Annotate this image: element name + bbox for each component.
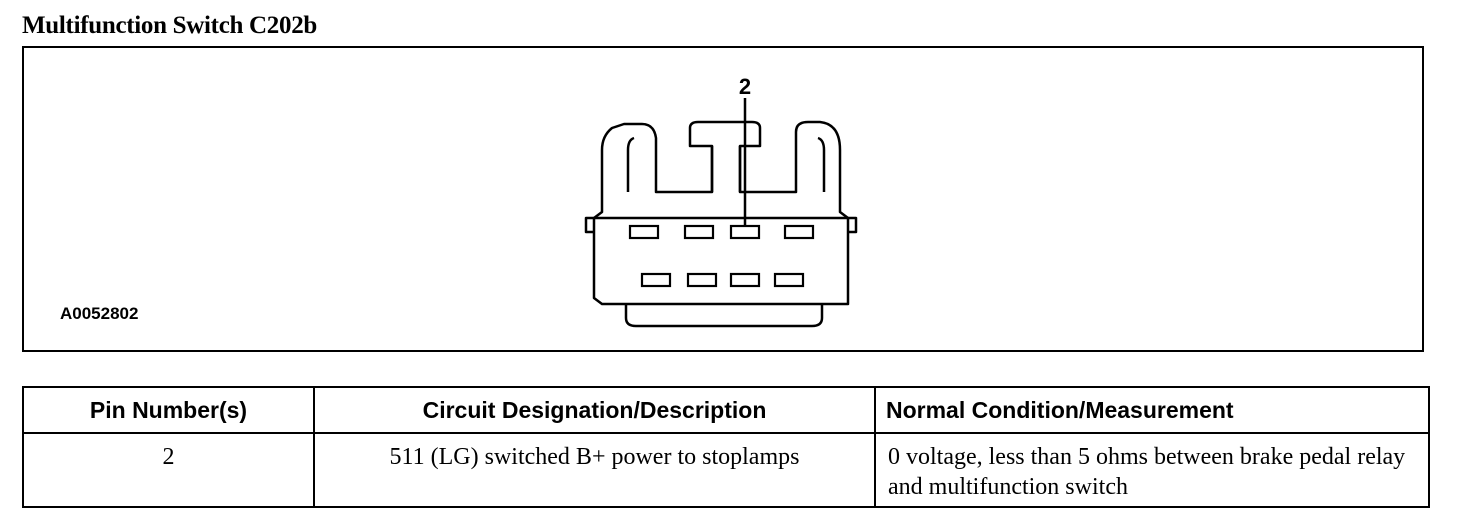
- pin-cavity: [773, 272, 805, 288]
- pin-cavity: [640, 272, 672, 288]
- pin-cavity: [628, 224, 660, 240]
- pin-cavity: [683, 224, 715, 240]
- cell-circuit-description: 511 (LG) switched B+ power to stoplamps: [313, 432, 876, 508]
- connector-housing-outline: [592, 120, 850, 306]
- cell-pin-number: 2: [22, 432, 315, 508]
- table-row: 2 511 (LG) switched B+ power to stoplamp…: [22, 432, 1430, 508]
- pin-callout-label: 2: [739, 74, 751, 99]
- pin-cavity: [783, 224, 815, 240]
- pin-cavities-bottom-row: [640, 272, 805, 288]
- connector-diagram-panel: A0052802: [22, 46, 1424, 352]
- cell-normal-condition: 0 voltage, less than 5 ohms between brak…: [874, 432, 1430, 508]
- header-normal-condition: Normal Condition/Measurement: [874, 386, 1430, 434]
- connector-base-rail: [624, 304, 824, 328]
- connector-side-tabs: [584, 216, 858, 234]
- pin-cavities-top-row: [628, 224, 815, 240]
- header-circuit-designation: Circuit Designation/Description: [313, 386, 876, 434]
- connector-inner-lip: [626, 136, 826, 192]
- pin-cavity: [729, 272, 761, 288]
- page-title: Multifunction Switch C202b: [22, 12, 318, 39]
- pin-table-header-row: Pin Number(s) Circuit Designation/Descri…: [22, 386, 1430, 434]
- pin-cavity: [729, 224, 761, 240]
- figure-id: A0052802: [60, 304, 139, 323]
- pin-table: Pin Number(s) Circuit Designation/Descri…: [22, 386, 1430, 508]
- header-pin-numbers: Pin Number(s): [22, 386, 315, 434]
- connector-center-latch: [710, 146, 742, 192]
- pin-cavity: [686, 272, 718, 288]
